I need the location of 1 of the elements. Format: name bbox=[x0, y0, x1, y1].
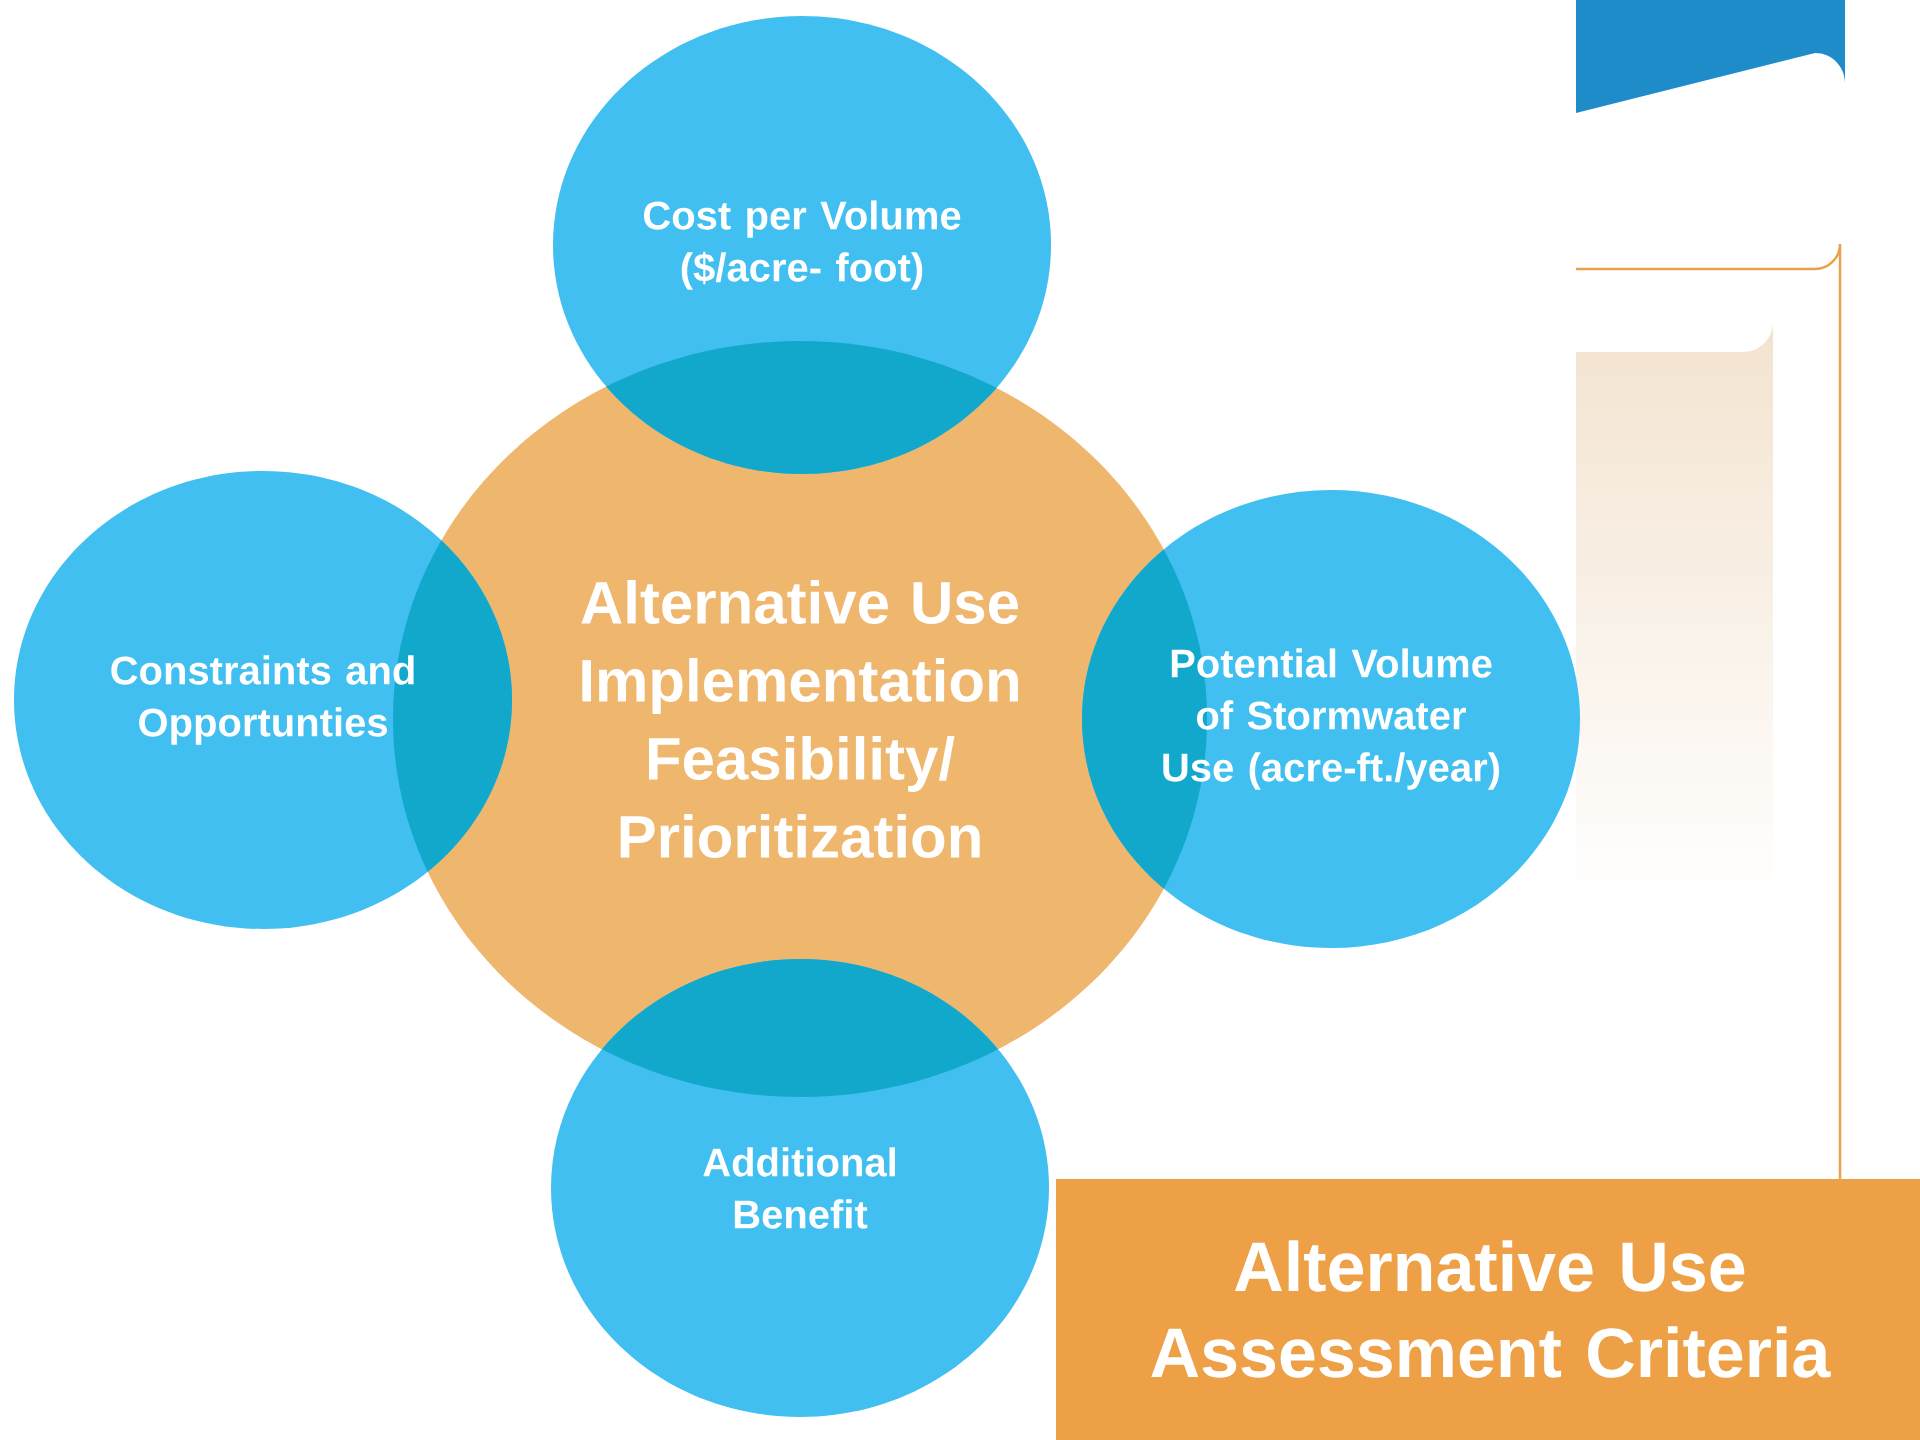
title-banner: Alternative Use Assessment Criteria bbox=[1056, 1179, 1920, 1440]
